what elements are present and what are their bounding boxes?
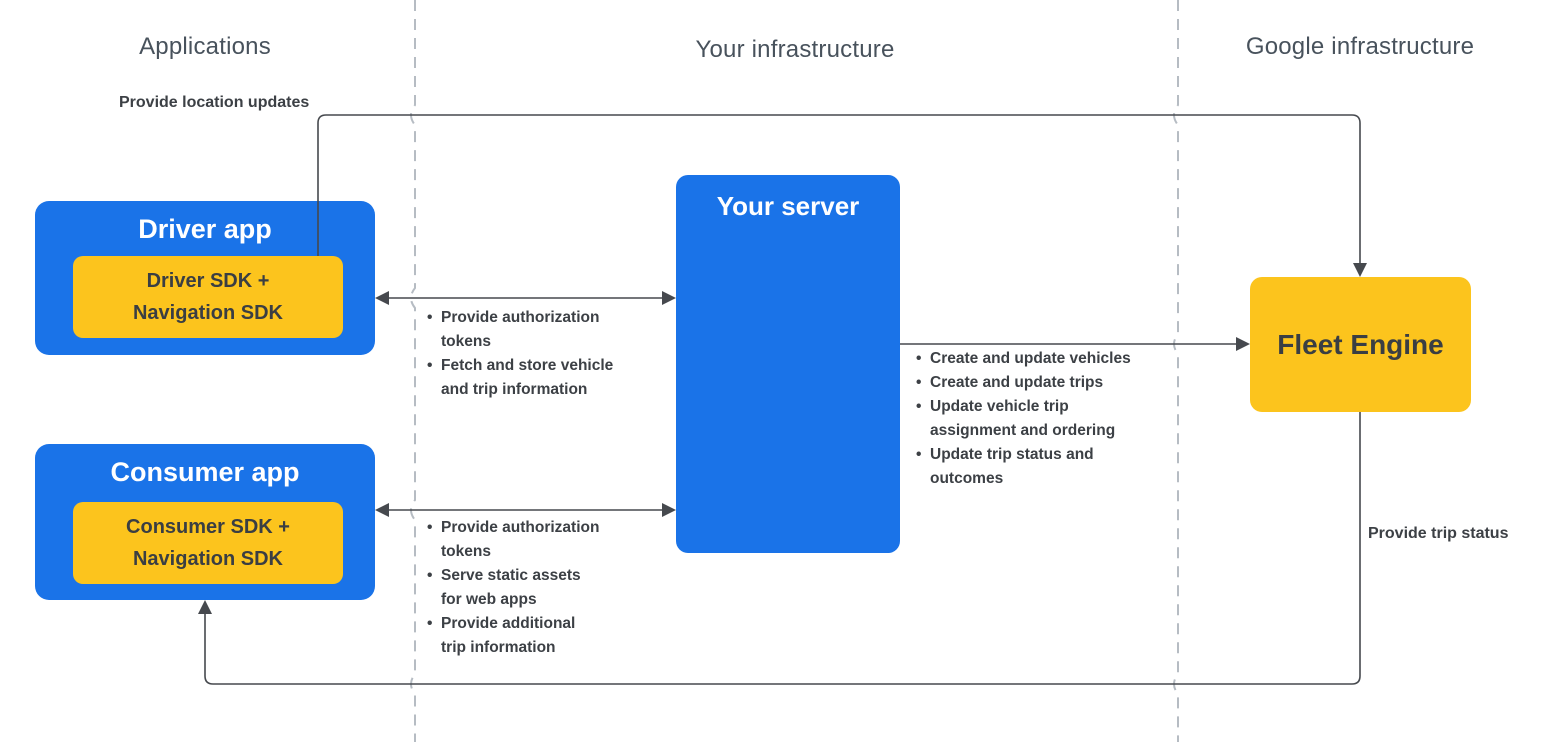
provide-location-updates-label: Provide location updates <box>119 94 310 111</box>
edge-list-item: Create and update trips <box>916 371 1186 395</box>
server-fleet-edge-list: Create and update vehiclesCreate and upd… <box>916 347 1186 491</box>
consumer-sdk-box: Consumer SDK + Navigation SDK <box>73 502 343 584</box>
edge-list-item: Provide authorization tokens <box>427 516 657 564</box>
driver-app-title: Driver app <box>138 214 272 244</box>
edge-list-item: Update vehicle trip assignment and order… <box>916 395 1186 443</box>
column-header-applications: Applications <box>139 33 271 60</box>
edge-list-item: Create and update vehicles <box>916 347 1186 371</box>
driver-server-edge-list: Provide authorization tokensFetch and st… <box>427 306 657 402</box>
consumer-app-title: Consumer app <box>110 457 300 487</box>
column-header-google-infrastructure: Google infrastructure <box>1245 33 1475 60</box>
driver-sdk-box: Driver SDK + Navigation SDK <box>73 256 343 338</box>
consumer-sdk-label: Consumer SDK + Navigation SDK <box>126 515 290 570</box>
edge-list-item: Provide additional trip information <box>427 612 657 660</box>
your-server-title: Your server <box>716 191 860 221</box>
fleet-engine-node: Fleet Engine <box>1250 277 1471 412</box>
arrowhead-into-consumer-app <box>375 503 389 517</box>
fleet-engine-title: Fleet Engine <box>1277 328 1444 360</box>
driver-sdk-label: Driver SDK + Navigation SDK <box>132 269 284 324</box>
your-server-node: Your server <box>676 175 900 553</box>
arrowhead-into-driver-app <box>375 291 389 305</box>
consumer-server-edge-list: Provide authorization tokensServe static… <box>427 516 657 660</box>
edge-list-item: Fetch and store vehicle and trip informa… <box>427 354 657 402</box>
edge-list-item: Update trip status and outcomes <box>916 443 1186 491</box>
divider-applications-infrastructure <box>410 0 416 742</box>
arrowhead-into-server-bottom <box>662 503 676 517</box>
arrowhead-into-server-top <box>662 291 676 305</box>
arrowhead-into-fleet-engine-top <box>1353 263 1367 277</box>
arrowhead-into-fleet-engine-left <box>1236 337 1250 351</box>
column-header-your-infrastructure: Your infrastructure <box>695 36 895 63</box>
provide-trip-status-label: Provide trip status <box>1368 525 1509 542</box>
edge-list-item: Serve static assets for web apps <box>427 564 657 612</box>
edge-list-item: Provide authorization tokens <box>427 306 657 354</box>
arrowhead-into-consumer-app-bottom <box>198 600 212 614</box>
